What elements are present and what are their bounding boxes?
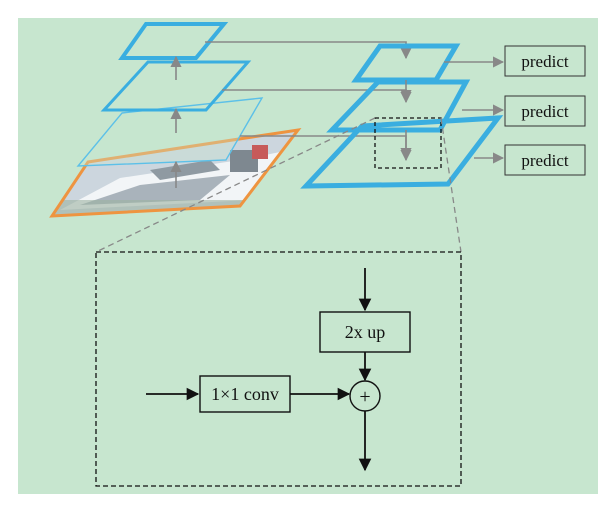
conv-label: 1×1 conv — [211, 384, 279, 404]
highlight-region — [374, 117, 442, 169]
detail-frame — [95, 251, 462, 487]
conv-box — [199, 375, 291, 413]
predict-label-3: predict — [521, 151, 568, 170]
predict-label-2: predict — [521, 102, 568, 121]
predict-box-3 — [504, 144, 586, 176]
bottom-up-level-3 — [100, 60, 252, 112]
upsample-box — [319, 311, 411, 353]
predict-label-1: predict — [521, 52, 568, 71]
bottom-up-level-2 — [76, 97, 264, 167]
bottom-up-level-4 — [118, 22, 229, 60]
predict-box-2 — [504, 95, 586, 127]
zoom-line-right — [440, 117, 462, 253]
prediction-heads: predict predict predict — [444, 45, 586, 176]
top-down-pyramid — [300, 43, 504, 189]
zoom-line-left — [95, 117, 376, 253]
top-down-level-3 — [300, 115, 504, 189]
adder-symbol: + — [359, 386, 370, 408]
lateral-connection-top — [205, 41, 412, 60]
merge-detail: 2x up 1×1 conv + — [95, 251, 462, 487]
top-down-level-2 — [326, 79, 471, 133]
predict-box-1 — [504, 45, 586, 77]
upsample-label: 2x up — [345, 322, 386, 342]
